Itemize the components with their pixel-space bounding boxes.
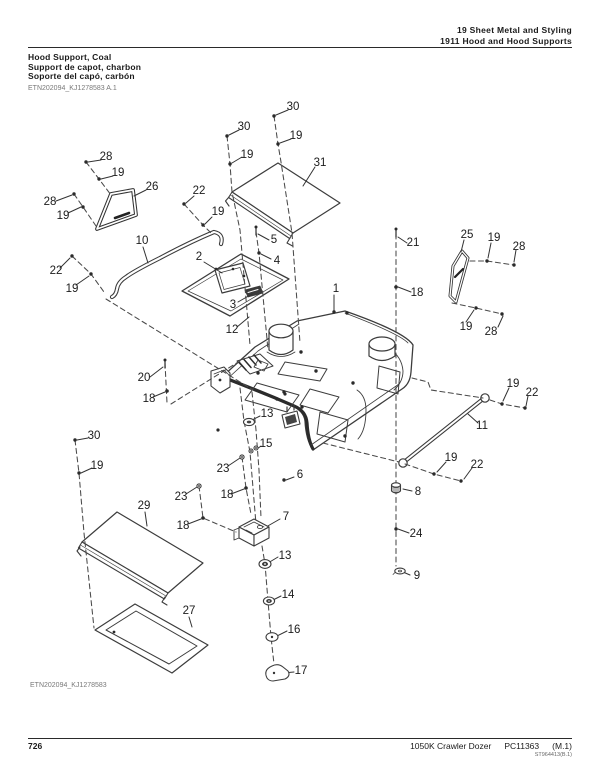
part-8-nut	[390, 482, 402, 494]
callout-9: 9	[413, 570, 421, 582]
callout-2: 2	[195, 251, 203, 263]
part-11-rod	[398, 393, 490, 468]
callout-13: 13	[278, 550, 292, 562]
part-27-frame	[94, 603, 209, 674]
header-section: 19 Sheet Metal and Styling 1911 Hood and…	[440, 25, 572, 46]
part-31-panel	[224, 162, 341, 247]
callout-28: 28	[43, 196, 57, 208]
callout-20: 20	[137, 372, 151, 384]
header-section-line2: 1911 Hood and Hood Supports	[440, 35, 572, 46]
fastener-dots	[70, 114, 527, 634]
callout-18: 18	[410, 287, 424, 299]
part-26-bracket	[95, 188, 138, 231]
solid-leader-lines	[55, 109, 529, 674]
callout-5: 5	[270, 234, 278, 246]
callout-30: 30	[87, 430, 101, 442]
callout-19: 19	[289, 130, 303, 142]
callout-26: 26	[145, 181, 159, 193]
part-2-access-panel	[181, 253, 290, 317]
part-25-bracket	[448, 249, 470, 304]
callout-10: 10	[135, 235, 149, 247]
callout-18: 18	[220, 489, 234, 501]
callout-11: 11	[476, 420, 488, 432]
callout-22: 22	[470, 459, 484, 471]
footer-doc-number: PC11363	[504, 741, 540, 751]
callout-13: 13	[260, 408, 274, 420]
callout-19: 19	[444, 452, 458, 464]
part-29-panel	[76, 511, 204, 606]
pin-fasteners	[163, 225, 398, 369]
washer-13b	[258, 559, 272, 569]
title-block: Hood Support, Coal Support de capot, cha…	[28, 52, 142, 82]
callout-19: 19	[506, 378, 520, 390]
part-17-clip	[265, 664, 290, 682]
figure-id-caption: ETN202094_KJ1278583	[30, 682, 107, 689]
callout-4: 4	[273, 255, 281, 267]
callout-29: 29	[137, 500, 151, 512]
callout-25: 25	[460, 229, 474, 241]
callout-8: 8	[414, 486, 422, 498]
callout-19: 19	[111, 167, 125, 179]
callout-24: 24	[409, 528, 423, 540]
callout-31: 31	[313, 157, 327, 169]
header-rule	[28, 47, 572, 48]
part-10-rod	[109, 229, 224, 300]
callout-17: 17	[294, 665, 308, 677]
callout-16: 16	[287, 624, 301, 636]
callout-22: 22	[525, 387, 539, 399]
part-1-hood	[210, 310, 414, 451]
callout-21: 21	[406, 237, 420, 249]
part-7-bracket	[233, 518, 270, 547]
callout-19: 19	[90, 460, 104, 472]
callout-19: 19	[65, 283, 79, 295]
footer-doc-info: 1050K Crawler Dozer PC11363 (M.1)	[410, 741, 572, 751]
callout-28: 28	[512, 241, 526, 253]
page-title-en: Hood Support, Coal	[28, 52, 112, 62]
callout-22: 22	[192, 185, 206, 197]
callout-30: 30	[237, 121, 251, 133]
footer-print-ref: ST964413(B.1)	[534, 752, 572, 758]
callout-15: 15	[259, 438, 273, 450]
page-title-es: Soporte del capó, carbón	[28, 71, 135, 82]
figure-ref: ETN202094_KJ1278583 A.1	[28, 85, 117, 92]
callout-27: 27	[182, 605, 196, 617]
callout-30: 30	[286, 101, 300, 113]
callout-7: 7	[282, 511, 290, 523]
callout-3: 3	[229, 299, 237, 311]
callout-23: 23	[174, 491, 188, 503]
washer-16	[265, 632, 279, 642]
callout-18: 18	[142, 393, 156, 405]
callout-19: 19	[459, 321, 473, 333]
callout-19: 19	[56, 210, 70, 222]
callout-28: 28	[484, 326, 498, 338]
screw-fasteners	[196, 445, 259, 489]
callout-23: 23	[216, 463, 230, 475]
washer-13a	[242, 417, 256, 427]
callout-28: 28	[99, 151, 113, 163]
callout-18: 18	[176, 520, 190, 532]
page-title-fr: Support de capot, charbon	[28, 61, 142, 72]
part-9-washer	[392, 567, 406, 575]
callout-1: 1	[332, 283, 340, 295]
header-section-line1: 19 Sheet Metal and Styling	[456, 25, 572, 35]
footer-doc-title: 1050K Crawler Dozer	[410, 741, 492, 751]
footer-page-number: 726	[28, 741, 43, 751]
callout-19: 19	[211, 206, 225, 218]
washer-14	[262, 596, 276, 606]
callout-6: 6	[296, 469, 304, 481]
footer-rule	[28, 738, 572, 739]
footer-doc-rev: (M.1)	[552, 741, 572, 751]
callout-12: 12	[225, 324, 239, 336]
callout-22: 22	[49, 265, 63, 277]
callout-14: 14	[281, 589, 295, 601]
callout-19: 19	[487, 232, 501, 244]
callout-19: 19	[240, 149, 254, 161]
